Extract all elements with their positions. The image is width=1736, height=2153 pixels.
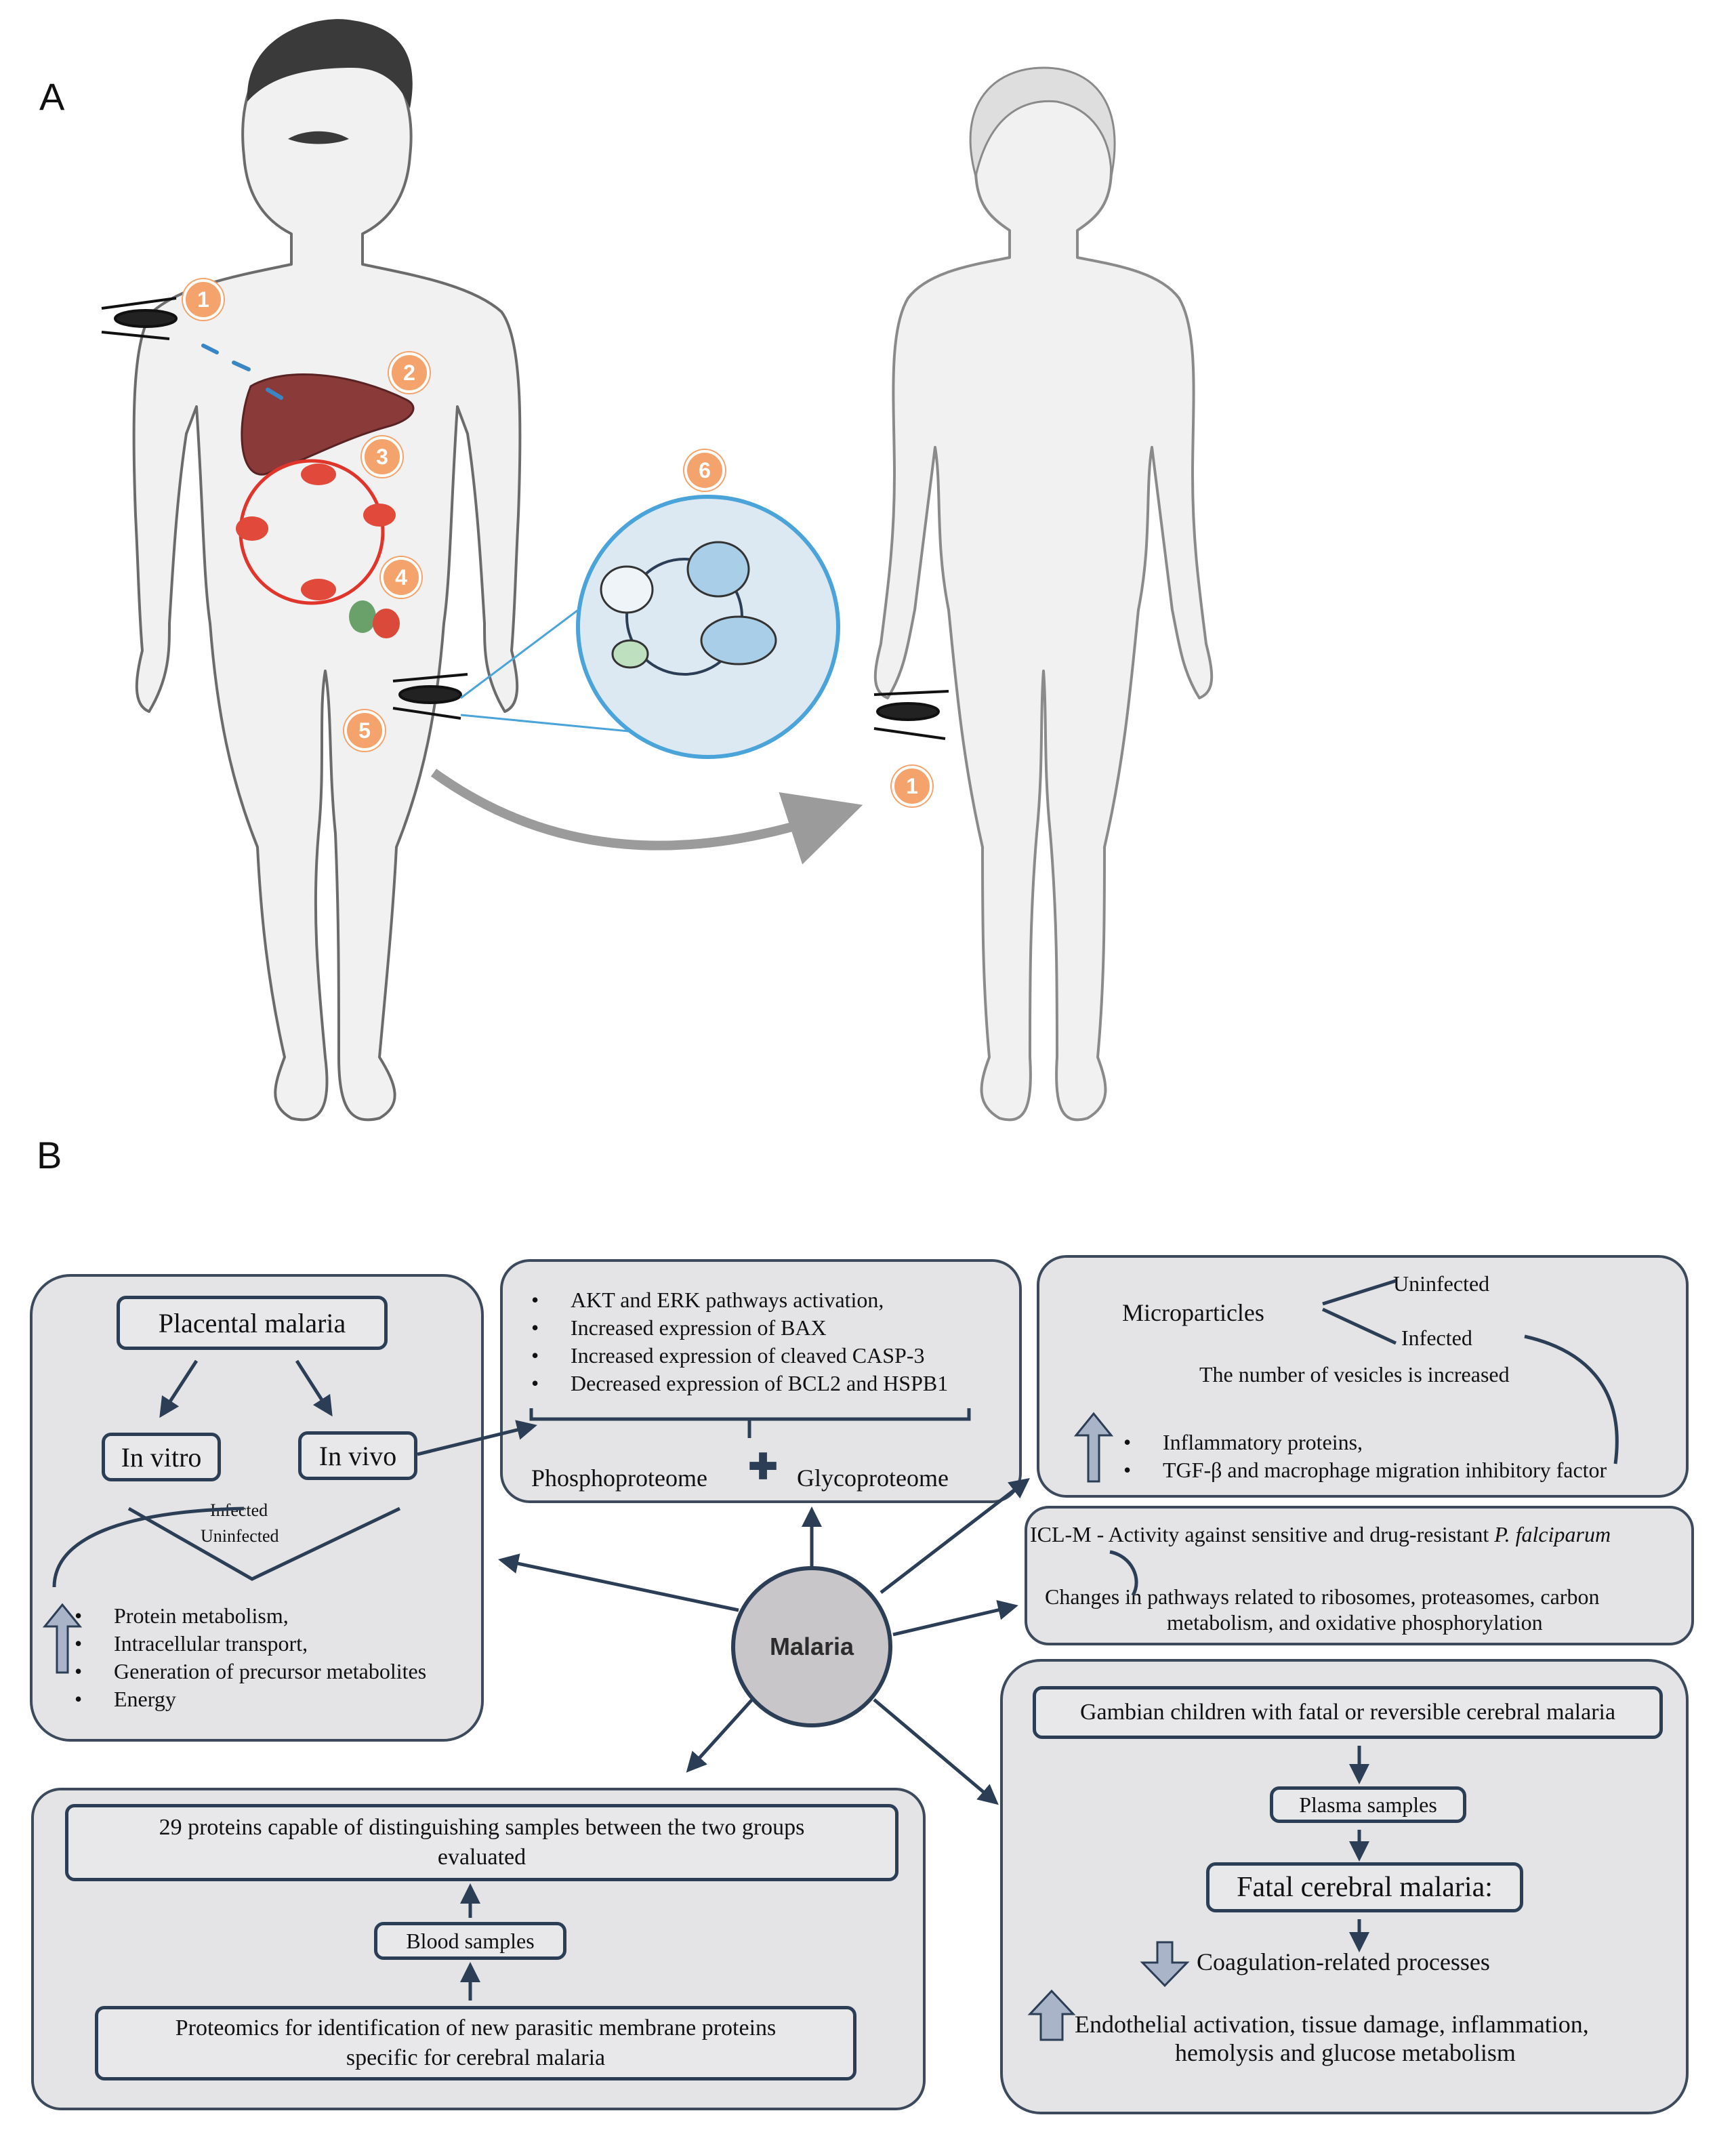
up-arrow-icon (1027, 1989, 1076, 2041)
in-vivo-box: In vivo (298, 1431, 417, 1480)
parasite-cell (686, 541, 750, 598)
placental-arrow-right (295, 1359, 333, 1417)
up-arrow-icon (1073, 1412, 1114, 1483)
microparticles-bullet-list: Inflammatory proteins, TGF-β and macroph… (1123, 1429, 1607, 1484)
hub-arrow-iclm (892, 1600, 1018, 1637)
placental-malaria-title: Placental malaria (117, 1296, 388, 1350)
panel-a-illustration (101, 19, 1214, 1122)
vesicles-increased-text: The number of vesicles is increased (1199, 1362, 1510, 1387)
iclm-species: P. falciparum (1494, 1522, 1611, 1546)
glycoproteome-label: Glycoproteome (797, 1464, 949, 1492)
panel-label-a: A (39, 75, 65, 118)
iclm-line1: ICL-M - Activity against sensitive and d… (1030, 1522, 1611, 1547)
gambian-title-box: Gambian children with fatal or reversibl… (1033, 1686, 1663, 1739)
proteome-bullet-list: AKT and ERK pathways activation, Increas… (531, 1286, 948, 1397)
male-moustache (288, 131, 349, 144)
sporozoite (232, 361, 251, 371)
proteins-line2: evaluated (437, 1845, 526, 1870)
mp-uninfected-label: Uninfected (1393, 1271, 1490, 1296)
parasitic-line2: specific for cerebral malaria (346, 2045, 606, 2070)
blood-samples-box: Blood samples (374, 1922, 566, 1960)
sporozoite (266, 388, 283, 400)
malaria-label: Malaria (770, 1633, 854, 1660)
phosphoproteome-label: Phosphoproteome (531, 1464, 707, 1492)
sporozoite (201, 344, 219, 354)
proteome-bullet: Increased expression of cleaved CASP-3 (531, 1342, 948, 1370)
in-vitro-box: In vitro (102, 1433, 221, 1481)
iclm-panel (1025, 1506, 1694, 1645)
down-arrow-icon (1140, 1941, 1190, 1988)
step-badge-1: 1 (183, 279, 224, 320)
coagulation-text: Coagulation-related processes (1197, 1948, 1490, 1975)
liver (241, 373, 415, 476)
proteome-bracket (529, 1408, 971, 1438)
step-badge-4: 4 (381, 557, 421, 598)
plasma-samples-box: Plasma samples (1270, 1786, 1466, 1823)
panel-label-b: B (37, 1134, 62, 1176)
mp-bullet: Inflammatory proteins, (1123, 1429, 1607, 1456)
red-cell (236, 516, 268, 541)
hub-arrow-gambian (873, 1698, 999, 1805)
placental-bullet: Protein metabolism, (75, 1602, 426, 1630)
parasitic-proteomics-box: Proteomics for identification of new par… (95, 2006, 856, 2080)
step-badge-2: 2 (389, 352, 430, 393)
up-arrow-icon (42, 1603, 83, 1674)
placental-uninfected-label: Uninfected (201, 1526, 279, 1546)
step-badge-6: 6 (684, 450, 725, 491)
plus-icon: ✚ (748, 1448, 778, 1487)
transmission-arrow (430, 768, 863, 865)
placental-bullet-list: Protein metabolism, Intracellular transp… (75, 1602, 426, 1713)
zoom-line (460, 595, 597, 699)
mosquito-icon (873, 690, 949, 740)
infected-uninfected-wedge (127, 1506, 401, 1581)
proteome-bullet: Decreased expression of BCL2 and HSPB1 (531, 1370, 948, 1397)
gametocyte-red (373, 609, 400, 638)
mosquito-icon (101, 297, 178, 340)
red-cell (301, 579, 336, 600)
gametocyte-green (349, 600, 376, 633)
iclm-line3: metabolism, and oxidative phosphorylatio… (1167, 1610, 1543, 1635)
iclm-line1-text: ICL-M - Activity against sensitive and d… (1030, 1522, 1495, 1546)
proteins-distinguishing-box: 29 proteins capable of distinguishing sa… (65, 1804, 898, 1881)
step-badge-1-female: 1 (892, 766, 932, 806)
microparticles-label: Microparticles (1122, 1299, 1264, 1326)
proteome-bullet: AKT and ERK pathways activation, (531, 1286, 948, 1314)
hub-arrow-microparticles (880, 1477, 1030, 1594)
female-body (873, 73, 1214, 1122)
parasite-cell (700, 615, 777, 665)
microparticle-curve (1524, 1334, 1619, 1464)
endothelial-text-2: hemolysis and glucose metabolism (1175, 2039, 1516, 2066)
placental-curve (52, 1506, 245, 1588)
red-cell (301, 464, 336, 485)
step-badge-3: 3 (362, 436, 402, 477)
placental-arrow-left (159, 1359, 199, 1418)
parasite-cell (600, 565, 654, 614)
female-hair (969, 66, 1116, 177)
proteome-bullet: Increased expression of BAX (531, 1314, 948, 1342)
mp-infected-label: Infected (1401, 1326, 1472, 1350)
iclm-curve (1109, 1550, 1138, 1597)
mp-bullet: TGF-β and macrophage migration inhibitor… (1123, 1456, 1607, 1484)
malaria-hub (731, 1566, 892, 1727)
endothelial-text-1: Endothelial activation, tissue damage, i… (1075, 2011, 1589, 2038)
step-badge-5: 5 (344, 710, 385, 751)
male-hair (247, 19, 413, 108)
placental-bullet: Generation of precursor metabolites (75, 1658, 426, 1685)
fatal-cerebral-box: Fatal cerebral malaria: (1206, 1862, 1523, 1912)
hub-arrow-placental (498, 1553, 739, 1612)
hub-arrow-cerebral (686, 1698, 753, 1773)
mosquito-icon (392, 673, 468, 720)
in-vivo-to-proteome-arrow (417, 1420, 537, 1456)
parasitic-line1: Proteomics for identification of new par… (175, 2015, 777, 2041)
parasite-cell (611, 639, 649, 669)
placental-bullet: Intracellular transport, (75, 1630, 426, 1658)
microparticle-split (1321, 1279, 1397, 1345)
proteins-line1: 29 proteins capable of distinguishing sa… (159, 1815, 805, 1840)
placental-bullet: Energy (75, 1685, 426, 1713)
red-cell (363, 504, 396, 527)
